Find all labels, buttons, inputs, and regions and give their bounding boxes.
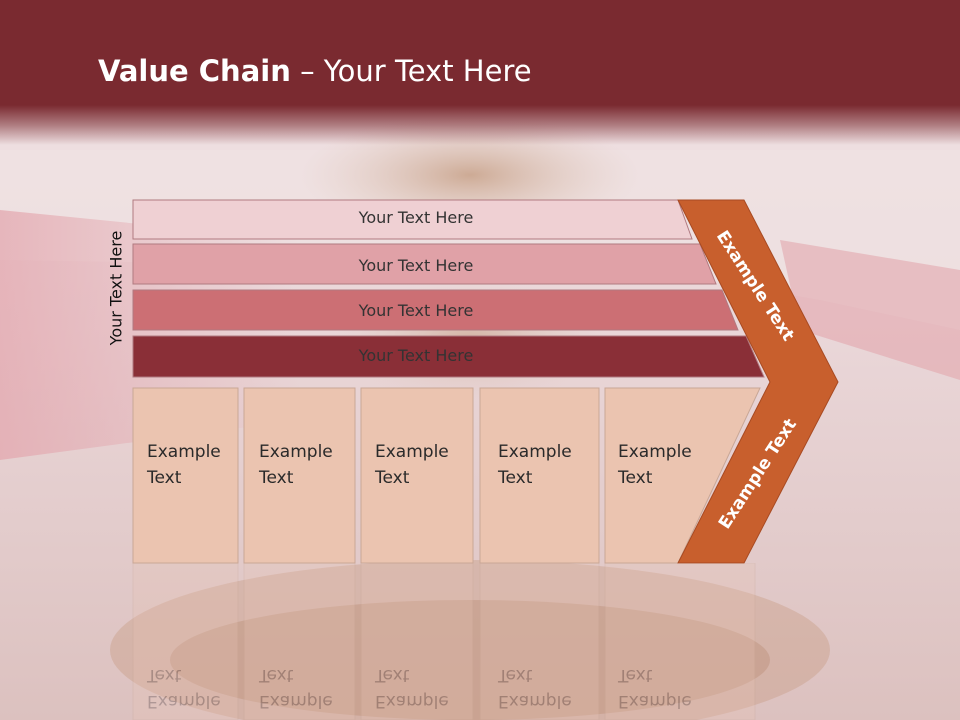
box-1-line2: Text [147, 468, 182, 488]
bar-label-3: Your Text Here [358, 301, 474, 320]
box-1-line1: Example [147, 442, 221, 462]
reflection-inner: Example Text Example Text Example Text Exam… [0, 563, 960, 720]
box-3-line1: Example [375, 442, 449, 462]
box-5-line1: Example [618, 442, 692, 462]
box-4-line1: Example [498, 442, 572, 462]
box-2-line2: Text [259, 468, 294, 488]
diagram-reflection: Example Text Example Text Example Text Exam… [0, 563, 960, 720]
title-bold: Value Chain [98, 54, 291, 88]
refl-3-line2: Text [375, 665, 410, 685]
refl-2-line2: Text [259, 665, 294, 685]
chevron-arrow [677, 199, 839, 564]
bar-label-4: Your Text Here [358, 346, 474, 365]
refl-3-line1: Example [375, 691, 449, 711]
slide-title: Value Chain – Your Text Here [98, 54, 532, 88]
refl-4-line1: Example [498, 691, 572, 711]
box-2-line1: Example [259, 442, 333, 462]
refl-2-line1: Example [259, 691, 333, 711]
value-bar-4 [132, 335, 765, 378]
box-5-line2: Text [618, 468, 653, 488]
value-bar-3 [132, 289, 739, 331]
reflection-text-3: Example Text [375, 662, 449, 714]
title-rest: – Your Text Here [290, 54, 532, 88]
title-bar [0, 0, 960, 145]
reflection-text-2: Example Text [259, 662, 333, 714]
box-3-line2: Text [375, 468, 410, 488]
bar-label-1: Your Text Here [358, 208, 474, 227]
refl-1-line2: Text [147, 665, 182, 685]
reflection-text-1: Example Text [147, 662, 221, 714]
reflection-text-4: Example Text [498, 662, 572, 714]
box-4-line2: Text [498, 468, 533, 488]
refl-5-line2: Text [618, 665, 653, 685]
refl-4-line2: Text [498, 665, 533, 685]
activity-box-2 [243, 387, 356, 564]
activity-box-4 [479, 387, 600, 564]
activity-box-3 [360, 387, 474, 564]
refl-1-line1: Example [147, 691, 221, 711]
reflection-text-5: Example Text [618, 662, 692, 714]
refl-5-line1: Example [618, 691, 692, 711]
value-bar-1 [132, 199, 693, 240]
reflection-shapes [132, 563, 756, 720]
activity-box-1 [132, 387, 239, 564]
bar-label-2: Your Text Here [358, 256, 474, 275]
value-bar-2 [132, 243, 717, 285]
